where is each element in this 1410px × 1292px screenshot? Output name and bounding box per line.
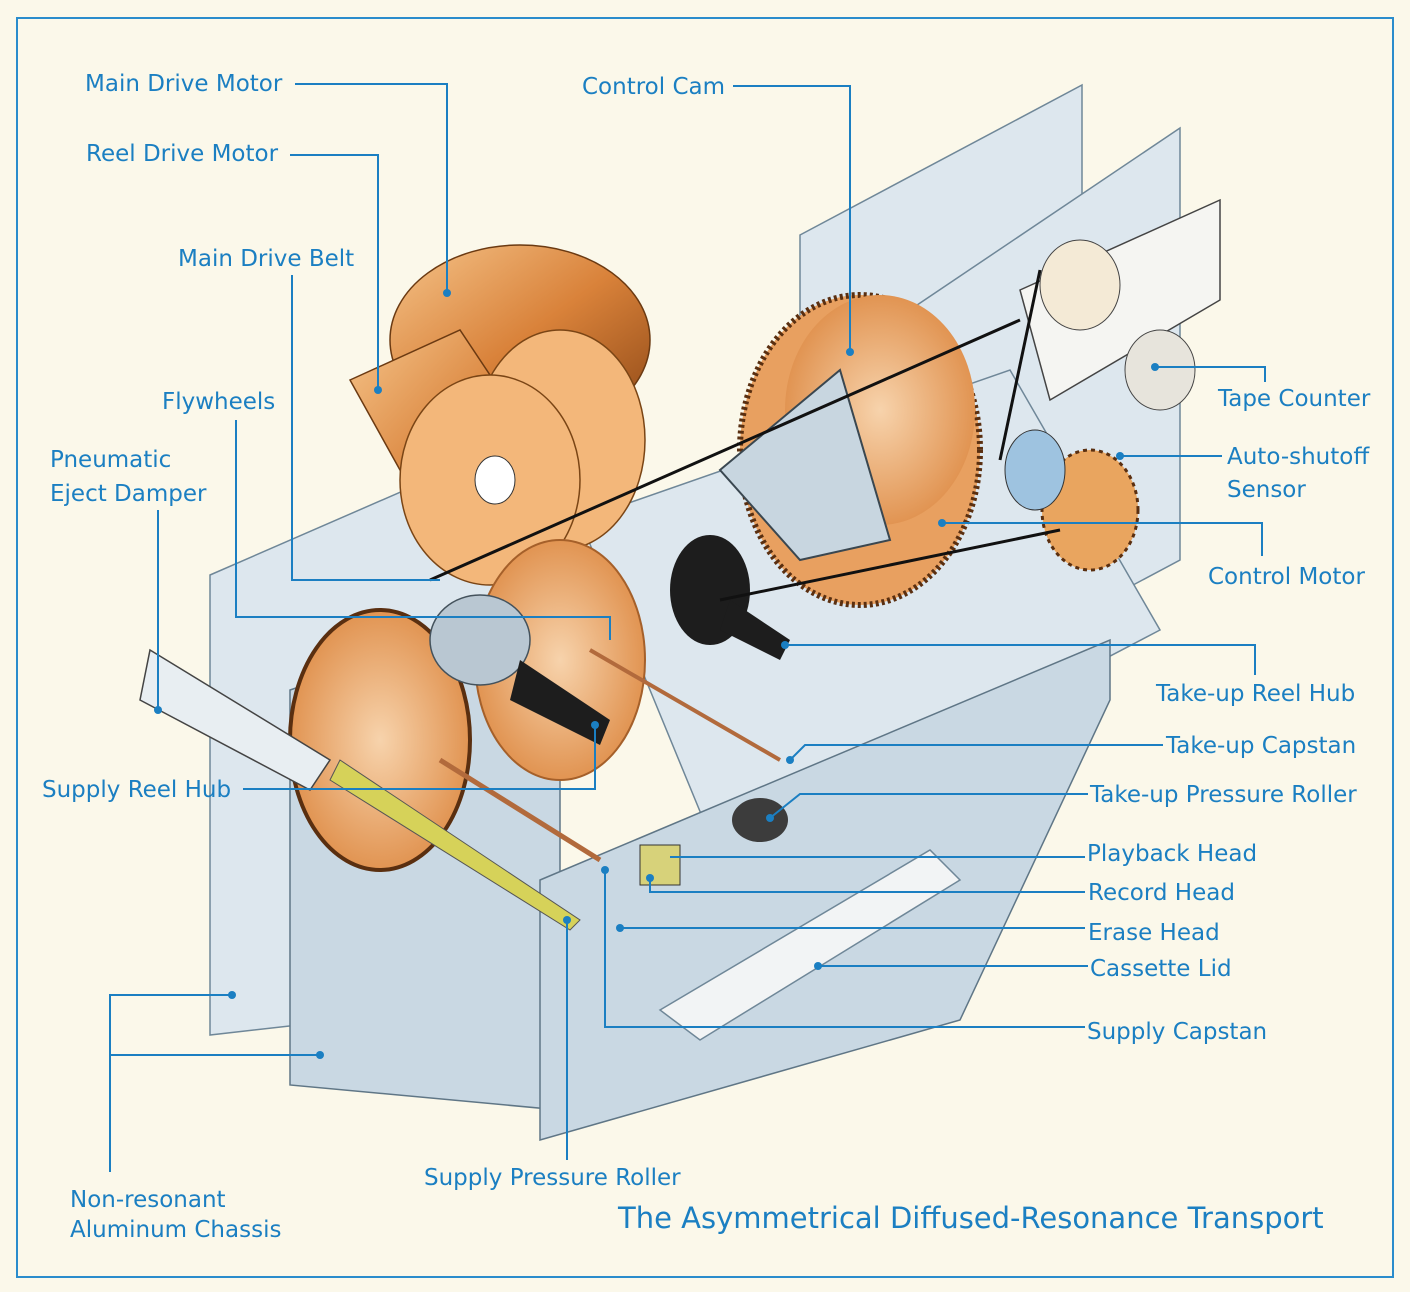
drive-belt: [429, 269, 1061, 602]
label-control-cam: Control Cam: [582, 74, 725, 100]
label-flywheels: Flywheels: [162, 389, 275, 415]
diagram-title: The Asymmetrical Diffused-Resonance Tran…: [617, 1201, 1324, 1235]
label-record-head: Record Head: [1088, 880, 1235, 906]
label-takeup-pressure-roller: Take-up Pressure Roller: [1089, 782, 1357, 808]
label-playback-head: Playback Head: [1087, 841, 1257, 867]
label-tape-counter: Tape Counter: [1217, 386, 1371, 412]
control-cam-gear: [718, 292, 983, 608]
label-supply-reel-hub: Supply Reel Hub: [42, 777, 231, 803]
label-supply-pressure-roller: Supply Pressure Roller: [424, 1165, 681, 1191]
label-main-drive-belt: Main Drive Belt: [178, 246, 354, 272]
label-erase-head: Erase Head: [1088, 920, 1220, 946]
transport-illustration: [139, 83, 1221, 1141]
takeup-capstan-shaft: [588, 648, 782, 762]
label-cassette-lid: Cassette Lid: [1090, 956, 1232, 982]
label-takeup-reel-hub: Take-up Reel Hub: [1155, 681, 1355, 707]
label-chassis-line1: Non-resonant: [70, 1187, 226, 1213]
takeup-reel-hub: [670, 535, 790, 660]
eject-lever: [329, 759, 581, 931]
tape-counter: [1019, 198, 1221, 411]
head-assembly: [639, 798, 788, 886]
label-supply-capstan: Supply Capstan: [1087, 1019, 1267, 1045]
labels: Main Drive Motor Reel Drive Motor Main D…: [42, 71, 1371, 1243]
auto-shutoff-sensor: [1004, 429, 1140, 572]
label-chassis-line2: Aluminum Chassis: [70, 1217, 281, 1243]
label-main-drive-motor: Main Drive Motor: [85, 71, 283, 97]
label-reel-drive-motor: Reel Drive Motor: [86, 141, 279, 167]
label-pneumatic-line2: Eject Damper: [50, 481, 207, 507]
leader-lines: [109, 83, 1266, 1172]
label-auto-shutoff-line1: Auto-shutoff: [1227, 444, 1370, 470]
supply-capstan-shaft: [438, 757, 602, 863]
label-pneumatic-line1: Pneumatic: [50, 447, 171, 473]
cassette-lid: [658, 849, 962, 1041]
label-takeup-capstan: Take-up Capstan: [1165, 733, 1356, 759]
label-auto-shutoff-line2: Sensor: [1227, 477, 1306, 503]
label-control-motor: Control Motor: [1208, 564, 1365, 590]
